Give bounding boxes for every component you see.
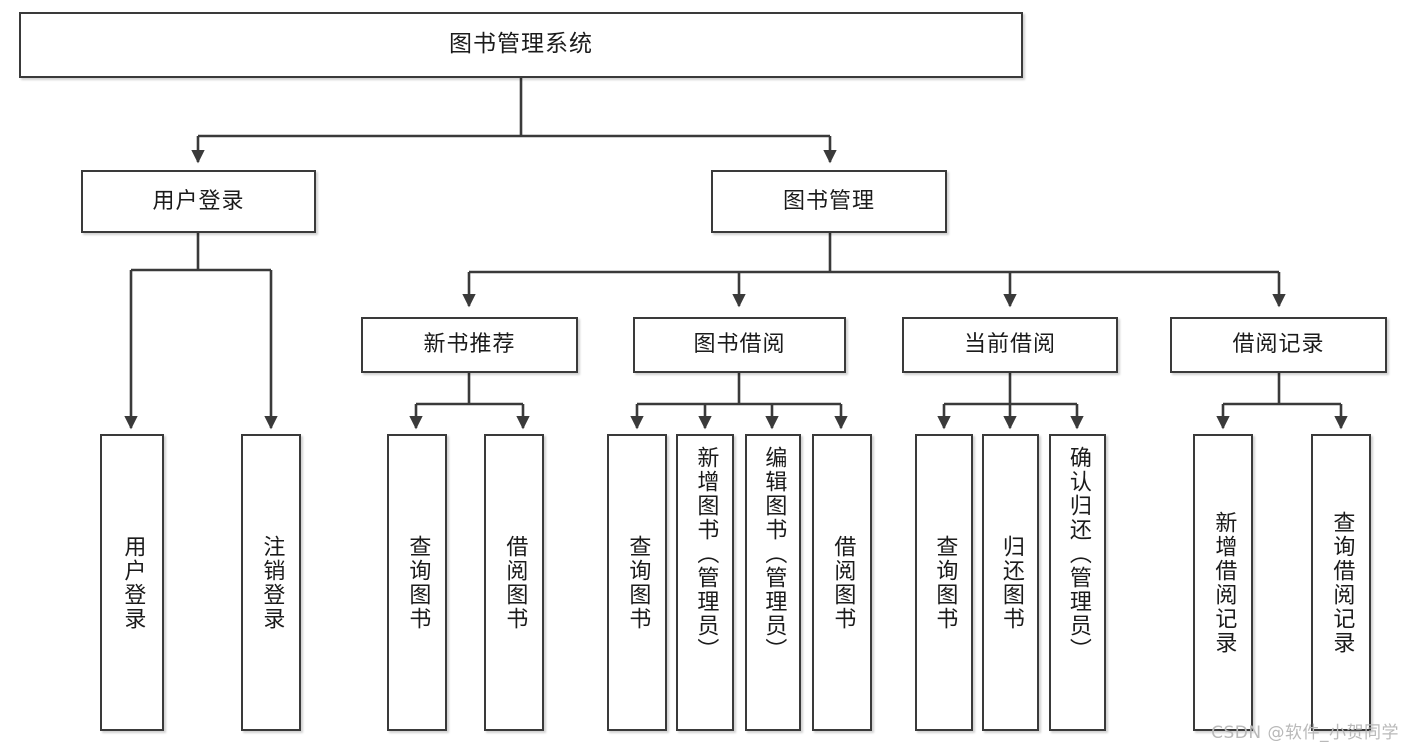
node-label: 借阅图书 [502, 534, 528, 631]
node-book-management[interactable]: 图书管理 [711, 170, 947, 233]
leaf-user-login[interactable]: 用户登录 [100, 434, 164, 731]
node-label: 用户登录 [120, 534, 146, 631]
leaf-add-book-admin[interactable]: 新增图书（管理员） [676, 434, 734, 731]
node-new-book-recommendation[interactable]: 新书推荐 [361, 317, 578, 373]
node-borrow-record[interactable]: 借阅记录 [1170, 317, 1387, 373]
leaf-return-book[interactable]: 归还图书 [982, 434, 1039, 731]
node-label: 编辑图书（管理员） [761, 446, 787, 662]
leaf-edit-book-admin[interactable]: 编辑图书（管理员） [745, 434, 801, 731]
node-label: 当前借阅 [963, 332, 1056, 358]
node-label: 查询图书 [405, 534, 431, 631]
node-label: 归还图书 [998, 534, 1024, 631]
node-label: 图书借阅 [693, 332, 786, 358]
node-label: 新书推荐 [423, 332, 516, 358]
leaf-borrow-book-borrow[interactable]: 借阅图书 [812, 434, 872, 731]
leaf-query-book-recommendation[interactable]: 查询图书 [387, 434, 447, 731]
leaf-add-borrow-record[interactable]: 新增借阅记录 [1193, 434, 1253, 731]
csdn-watermark: CSDN @软件_小贺同学 [1211, 723, 1399, 743]
node-label: 注销登录 [259, 534, 285, 631]
node-label: 借阅记录 [1232, 332, 1325, 358]
node-book-borrow[interactable]: 图书借阅 [633, 317, 846, 373]
leaf-query-book-borrow[interactable]: 查询图书 [607, 434, 667, 731]
leaf-borrow-book-recommendation[interactable]: 借阅图书 [484, 434, 544, 731]
leaf-query-book-current[interactable]: 查询图书 [915, 434, 973, 731]
node-label: 借阅图书 [830, 534, 856, 631]
leaf-confirm-return-admin[interactable]: 确认归还（管理员） [1049, 434, 1106, 731]
leaf-user-logout[interactable]: 注销登录 [241, 434, 301, 731]
leaf-query-borrow-record[interactable]: 查询借阅记录 [1311, 434, 1371, 731]
node-label: 图书管理 [782, 188, 875, 214]
node-label: 查询图书 [932, 534, 958, 631]
node-label: 用户登录 [152, 188, 245, 214]
node-label: 确认归还（管理员） [1065, 446, 1091, 662]
node-label: 新增借阅记录 [1211, 510, 1237, 655]
node-label: 新增图书（管理员） [693, 446, 719, 662]
node-label: 图书管理系统 [449, 31, 593, 58]
node-root-system[interactable]: 图书管理系统 [19, 12, 1023, 78]
node-current-borrow[interactable]: 当前借阅 [902, 317, 1118, 373]
node-user-login[interactable]: 用户登录 [81, 170, 316, 233]
node-label: 查询借阅记录 [1329, 510, 1355, 655]
node-label: 查询图书 [625, 534, 651, 631]
